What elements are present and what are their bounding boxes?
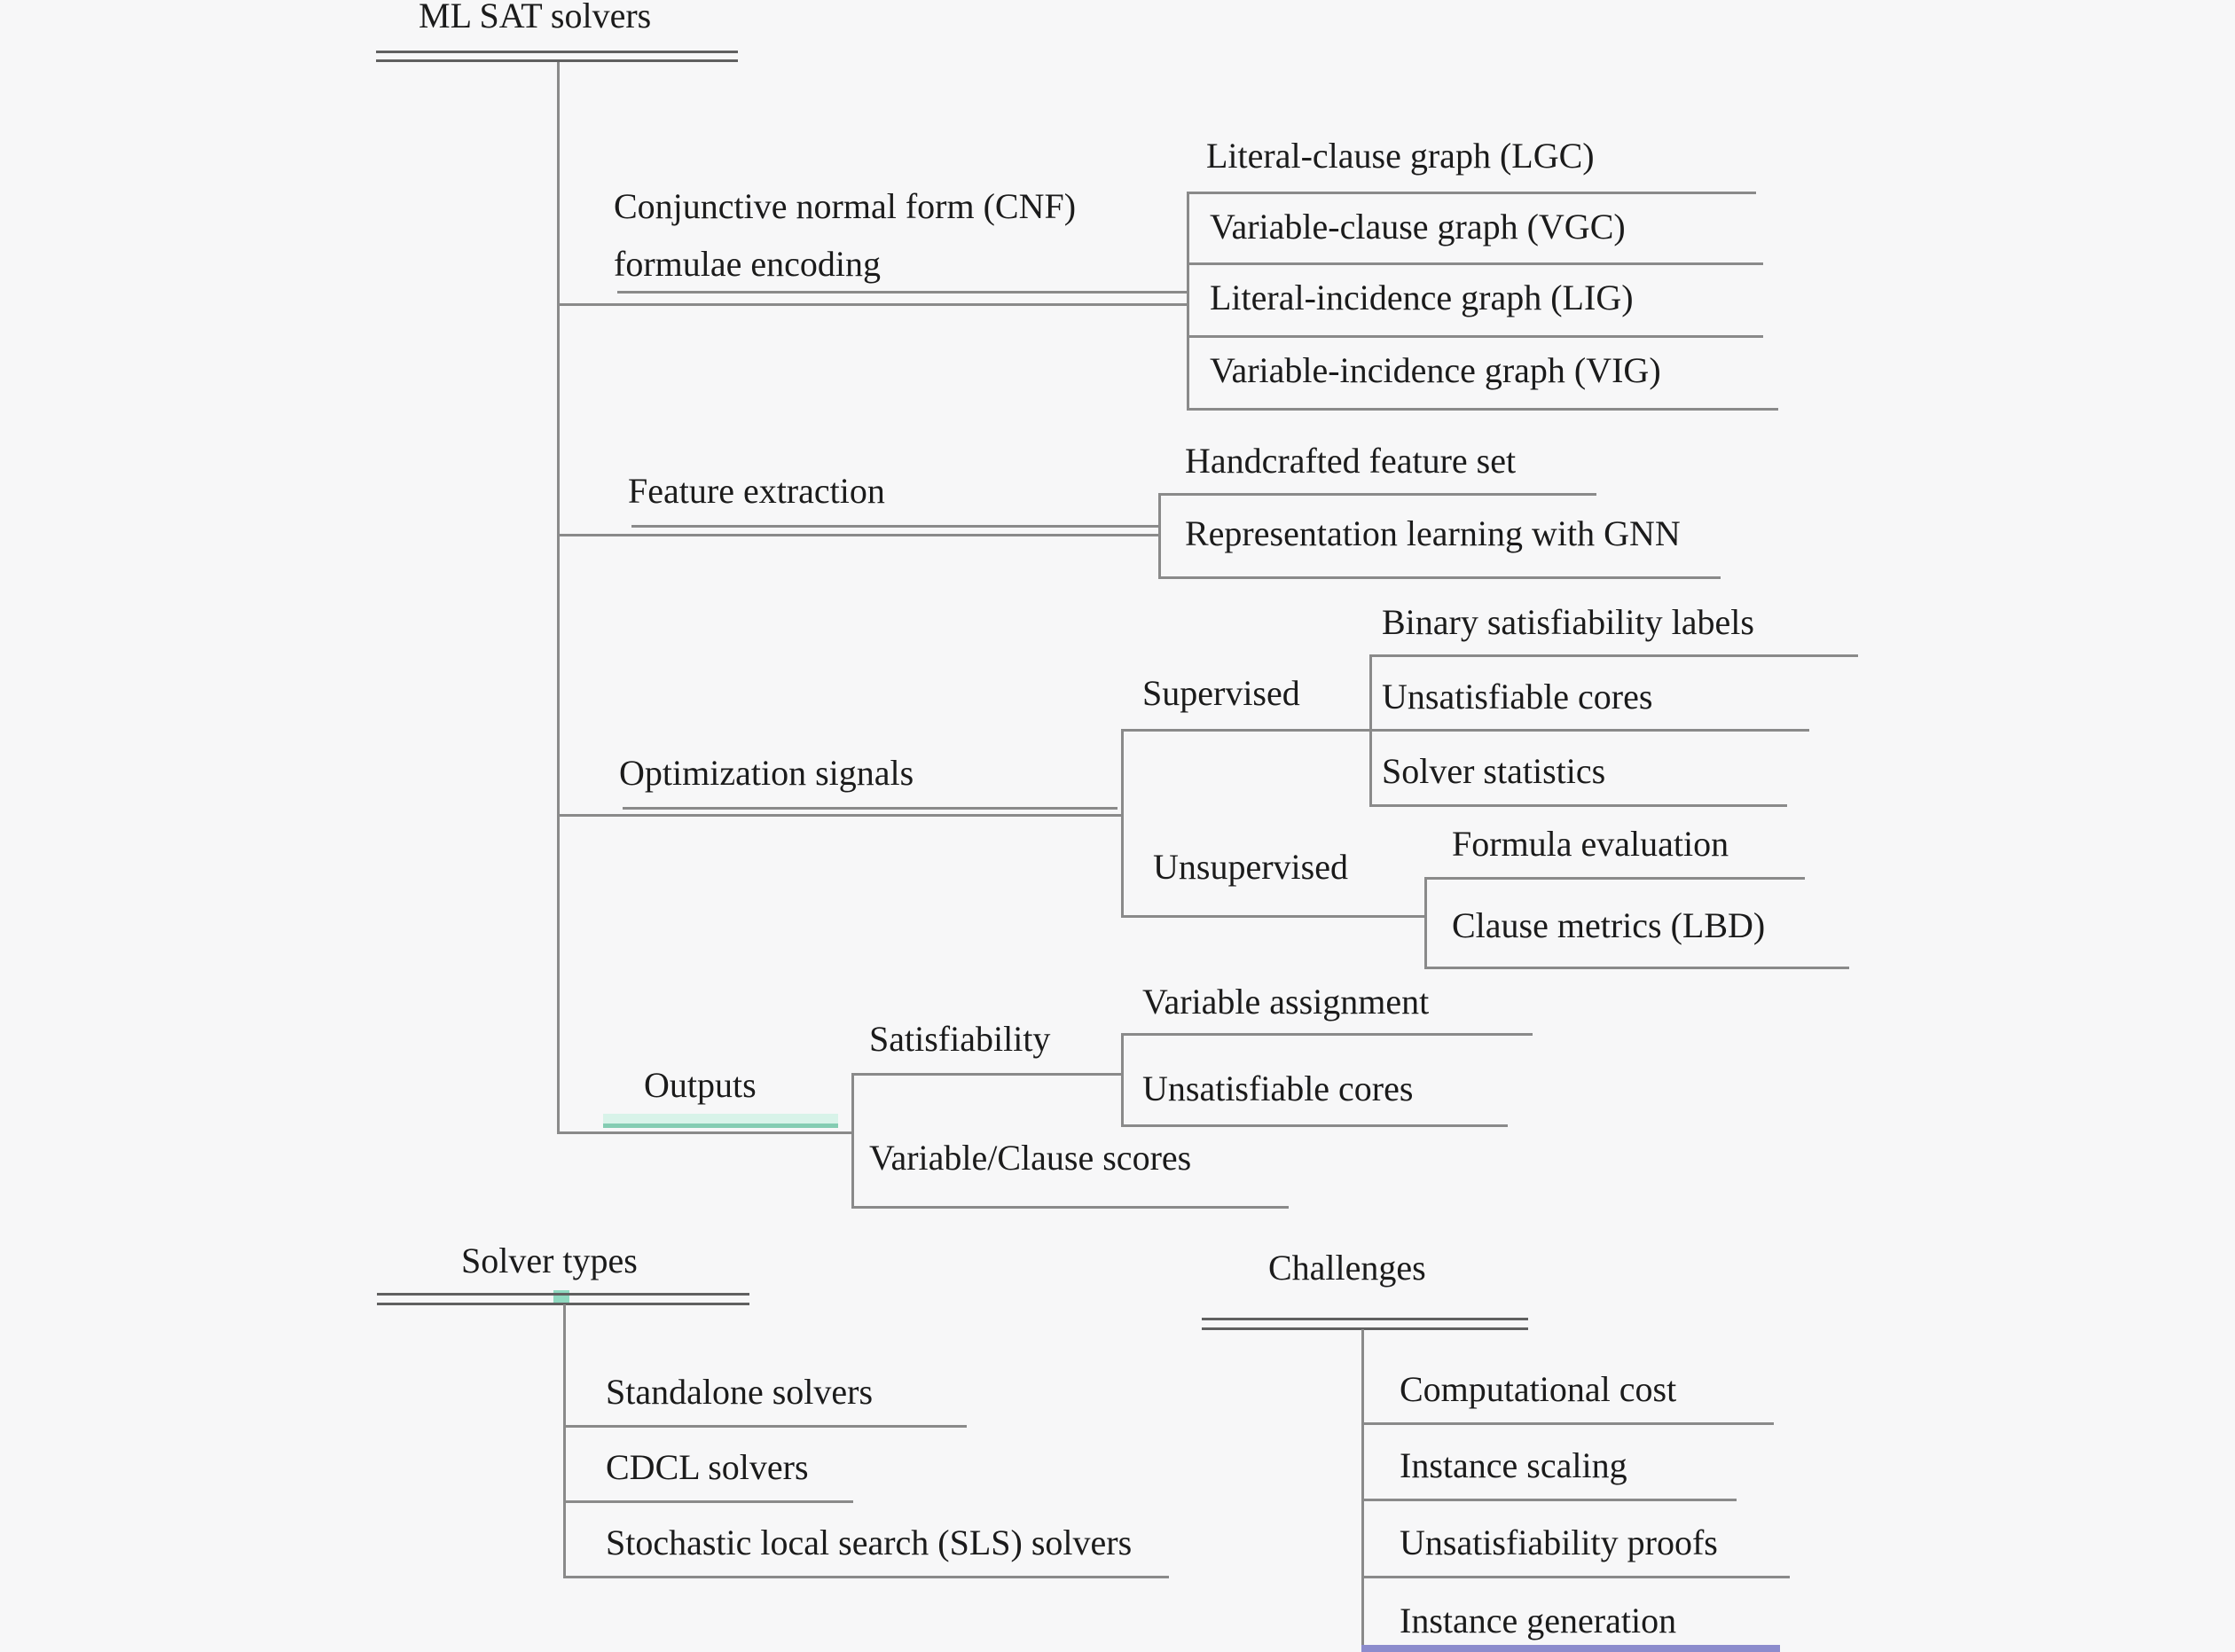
branch-outputs: Outputs (644, 1065, 757, 1105)
outputs-children-spine (851, 1073, 854, 1208)
solver-types-title: Solver types (461, 1241, 638, 1280)
branch-cnf-encoding: Conjunctive normal form (CNF) formulae e… (614, 177, 1076, 293)
branch-optimization-signals: Optimization signals (619, 753, 914, 793)
challenges-underline-top (1202, 1318, 1528, 1320)
node-unsatisfiable-cores-supervised: Unsatisfiable cores (1382, 677, 1653, 716)
node-handcrafted-feature-set: Handcrafted feature set (1185, 441, 1517, 481)
cnf-children-spine (1187, 192, 1189, 411)
supervised-underline (1121, 729, 1369, 732)
cnf-underline (617, 291, 1187, 294)
literal-incidence-graph-underline (1187, 335, 1763, 338)
feature-extraction-connector-line (557, 534, 1160, 536)
unsatisfiability-proofs-underline (1361, 1576, 1790, 1578)
solver-types-underline-top (377, 1293, 749, 1296)
node-variable-assignment: Variable assignment (1142, 982, 1430, 1022)
handcrafted-feature-set-underline (1158, 493, 1596, 496)
variable-assignment-underline (1121, 1033, 1533, 1036)
optimization-children-spine (1121, 729, 1124, 917)
feature-extraction-underline (631, 525, 1158, 528)
node-solver-statistics: Solver statistics (1382, 751, 1606, 791)
node-supervised: Supervised (1142, 673, 1300, 713)
optimization-signals-underline (623, 807, 1118, 810)
standalone-solvers-underline (563, 1425, 967, 1428)
node-unsatisfiable-cores-outputs: Unsatisfiable cores (1142, 1069, 1414, 1108)
node-sls-solvers: Stochastic local search (SLS) solvers (606, 1523, 1133, 1562)
node-unsupervised: Unsupervised (1153, 847, 1348, 887)
node-clause-metrics-lbd: Clause metrics (LBD) (1452, 905, 1766, 945)
solver-statistics-underline (1369, 804, 1787, 807)
unsatisfiable-cores-supervised-underline (1369, 729, 1809, 732)
solver-types-trunk-line (563, 1304, 566, 1578)
challenges-trunk-line (1361, 1329, 1364, 1648)
root-underline-bottom (376, 59, 738, 62)
solver-types-underline-bottom (377, 1303, 749, 1305)
node-computational-cost: Computational cost (1400, 1369, 1677, 1409)
optimization-signals-connector-line (557, 814, 1123, 817)
unsatisfiable-cores-outputs-underline (1121, 1124, 1508, 1127)
representation-learning-underline (1158, 576, 1721, 579)
literal-clause-graph-underline (1187, 192, 1756, 194)
sls-solvers-underline (563, 1576, 1169, 1578)
variable-clause-scores-underline (851, 1206, 1289, 1209)
instance-generation-highlight-underline (1361, 1645, 1780, 1652)
cnf-connector-line (557, 303, 1188, 306)
cdcl-solvers-underline (563, 1500, 853, 1503)
clause-metrics-underline (1424, 967, 1849, 969)
node-representation-learning-gnn: Representation learning with GNN (1185, 513, 1681, 553)
challenges-underline-bottom (1202, 1327, 1528, 1330)
variable-clause-graph-underline (1187, 262, 1763, 265)
satisfiability-children-spine (1121, 1033, 1124, 1127)
node-formula-evaluation: Formula evaluation (1452, 824, 1729, 864)
unsupervised-children-spine (1424, 877, 1427, 969)
node-literal-incidence-graph: Literal-incidence graph (LIG) (1210, 278, 1634, 317)
node-unsatisfiability-proofs: Unsatisfiability proofs (1400, 1523, 1718, 1562)
node-instance-scaling: Instance scaling (1400, 1445, 1627, 1485)
node-standalone-solvers: Standalone solvers (606, 1372, 874, 1412)
node-satisfiability: Satisfiability (869, 1019, 1051, 1059)
root-node-label: ML SAT solvers (419, 0, 652, 35)
formula-evaluation-underline (1424, 877, 1805, 880)
node-variable-clause-graph: Variable-clause graph (VGC) (1210, 207, 1626, 247)
node-binary-satisfiability-labels: Binary satisfiability labels (1382, 602, 1754, 642)
node-instance-generation: Instance generation (1400, 1601, 1677, 1640)
variable-incidence-graph-underline (1187, 408, 1778, 411)
challenges-title: Challenges (1268, 1248, 1426, 1288)
node-cdcl-solvers: CDCL solvers (606, 1447, 809, 1487)
feature-children-spine (1158, 493, 1161, 579)
branch-cnf-encoding-line2: formulae encoding (614, 244, 881, 284)
computational-cost-underline (1361, 1422, 1774, 1425)
root-underline-top (376, 51, 738, 53)
node-variable-clause-scores: Variable/Clause scores (869, 1138, 1192, 1178)
branch-cnf-encoding-line1: Conjunctive normal form (CNF) (614, 186, 1077, 226)
node-variable-incidence-graph: Variable-incidence graph (VIG) (1210, 350, 1661, 390)
unsupervised-underline (1121, 915, 1424, 918)
satisfiability-underline (851, 1073, 1123, 1076)
branch-feature-extraction: Feature extraction (628, 471, 885, 511)
root-trunk-line (557, 62, 560, 1133)
node-literal-clause-graph: Literal-clause graph (LGC) (1206, 136, 1595, 176)
outputs-highlight-underline (603, 1114, 838, 1128)
instance-scaling-underline (1361, 1499, 1737, 1501)
binary-satisfiability-labels-underline (1369, 654, 1858, 657)
outputs-connector-line (557, 1131, 853, 1134)
